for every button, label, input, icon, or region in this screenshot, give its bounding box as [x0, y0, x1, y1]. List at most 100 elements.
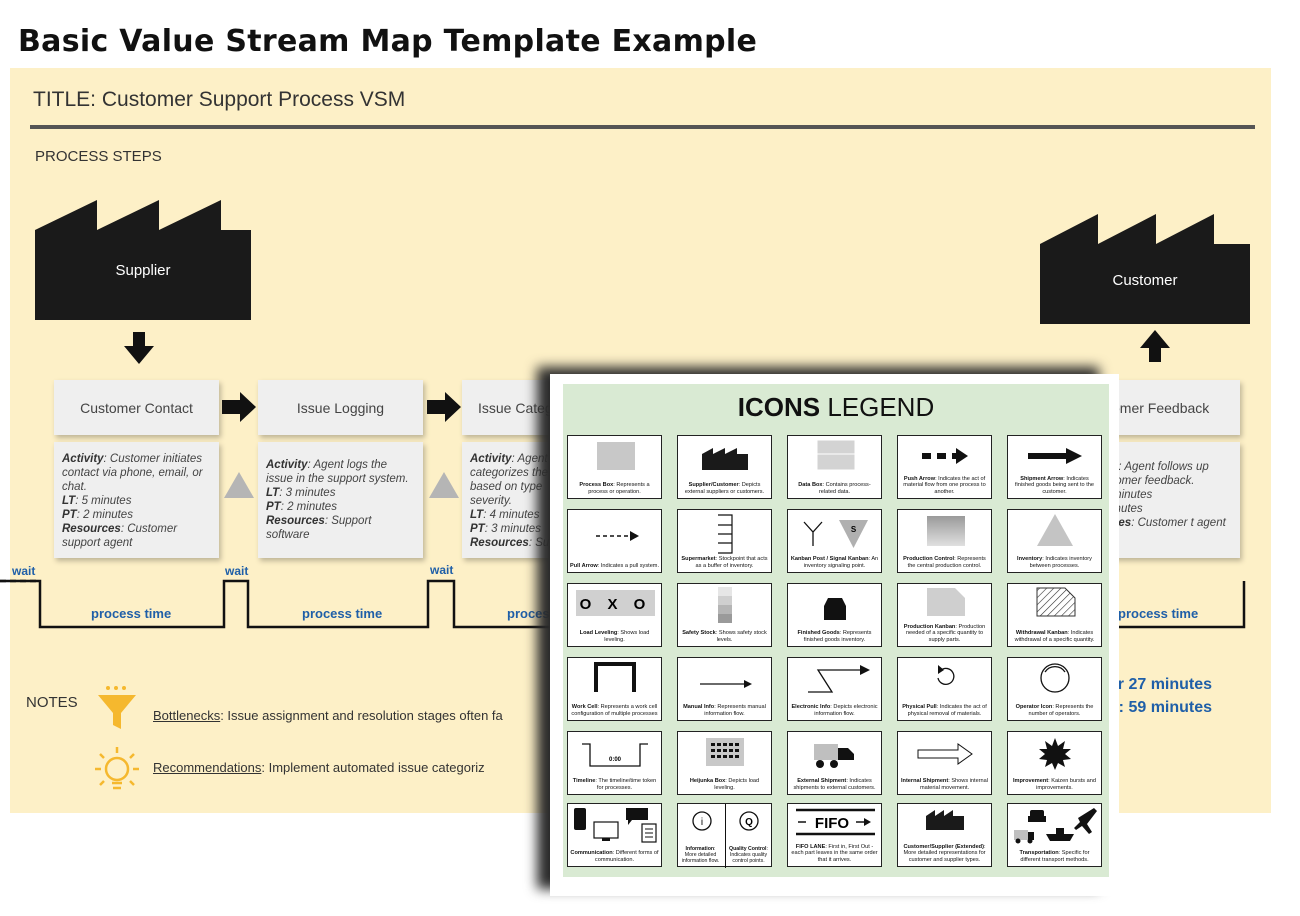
wait-label: wait: [225, 564, 249, 578]
total-process-time: E: 59 minutes: [1108, 699, 1213, 716]
transportation-icon: [1014, 808, 1097, 844]
legend-supplier-customer: Supplier/Customer: Depicts external supp…: [677, 435, 772, 499]
timeline-icon: 0:00: [582, 743, 648, 767]
legend-inventory: Inventory: Indicates inventory between p…: [1007, 509, 1102, 573]
load-leveling-glyph: O X O: [580, 596, 652, 613]
inventory-triangle-icon: [224, 472, 254, 498]
process-time-label: process time: [302, 606, 383, 621]
legend-communication: Communication: Different forms of commun…: [567, 803, 662, 867]
legend-customer-supplier-extended: Customer/Supplier (Extended): More detai…: [897, 803, 992, 867]
lightbulb-icon: [95, 747, 139, 790]
factory-extended-icon: [926, 810, 964, 830]
kaizen-burst-icon: [1039, 738, 1071, 770]
wait-label: wait: [12, 564, 36, 578]
data-box-issue-logging: Activity: Agent logs the issue in the su…: [258, 442, 423, 558]
process-steps-label: PROCESS STEPS: [35, 148, 162, 165]
legend-push-arrow: Push Arrow: Indicates the act of materia…: [897, 435, 992, 499]
push-arrow-icon: [427, 392, 461, 422]
legend-physical-pull: Physical Pull: Indicates the act of phys…: [897, 657, 992, 721]
withdrawal-kanban-icon: [1036, 587, 1076, 617]
inventory-icon: [1037, 514, 1073, 546]
data-box-icon: [816, 439, 856, 471]
manual-info-icon: [700, 680, 752, 688]
finished-goods-icon: [824, 598, 846, 620]
customer-label: Customer: [1112, 272, 1178, 289]
shipment-arrow-icon: [1028, 448, 1082, 464]
process-box-icon: [597, 442, 635, 470]
process-name: Issue Logging: [296, 399, 385, 416]
process-box-issue-logging: Issue Logging: [258, 380, 423, 435]
up-arrow-icon: [1140, 330, 1170, 362]
work-cell-icon: [594, 662, 636, 692]
kanban-post-icon: S: [803, 520, 868, 548]
legend-data-box: Data Box: Contains process-related data.: [787, 435, 882, 499]
process-time-label: process time: [1118, 606, 1199, 621]
icons-legend-title: ICONS LEGEND: [737, 392, 935, 422]
process-name: Issue Categ: [478, 399, 553, 416]
push-arrow-icon: [222, 392, 256, 422]
legend-external-shipment: External Shipment: Indicates shipments t…: [787, 731, 882, 795]
process-box-customer-contact: Customer Contact: [54, 380, 219, 435]
inventory-triangle-icon: [429, 472, 459, 498]
total-lead-time: ur 27 minutes: [1108, 676, 1213, 693]
external-shipment-icon: [814, 744, 854, 768]
physical-pull-icon: [937, 665, 955, 686]
fifo-lane-icon: FIFO: [796, 808, 875, 836]
legend-supermarket: Supermarket: Stockpoint that acts as a b…: [677, 509, 772, 573]
kanban-s-glyph: S: [851, 525, 857, 534]
internal-shipment-icon: [917, 743, 973, 765]
legend-production-control: Production Control: Represents the centr…: [897, 509, 992, 573]
supermarket-icon: [718, 514, 733, 554]
push-arrow-icon: [922, 448, 968, 464]
production-kanban-icon: [927, 588, 965, 616]
factory-icon: [702, 448, 748, 470]
legend-work-cell: Work Cell: Represents a work cell config…: [567, 657, 662, 721]
communication-icon: [574, 808, 657, 843]
legend-load-leveling: O X O Load Leveling: Shows load leveling…: [567, 583, 662, 647]
down-arrow-icon: [124, 332, 154, 364]
data-box-customer-contact: Activity: Customer initiates contact via…: [54, 442, 219, 558]
production-control-icon: [927, 516, 965, 546]
note-bottlenecks: Bottlenecks: Issue assignment and resolu…: [153, 708, 503, 723]
heijunka-box-icon: [706, 738, 744, 766]
info-glyph: i: [701, 817, 703, 828]
data-box-customer-feedback: y: Agent follows up tomer feedback. minu…: [1100, 442, 1240, 558]
legend-internal-shipment: Internal Shipment: Shows internal materi…: [897, 731, 992, 795]
supplier-factory-icon: [35, 200, 251, 320]
timeline-value: 0:00: [609, 757, 622, 763]
legend-heijunka-box: Heijunka Box: Depicts load leveling.: [677, 731, 772, 795]
note-recommendations: Recommendations: Implement automated iss…: [153, 760, 485, 775]
operator-icon: [1040, 663, 1070, 693]
title-divider: [30, 125, 1255, 129]
funnel-icon: [98, 686, 136, 729]
fifo-glyph: FIFO: [815, 815, 849, 832]
legend-transportation: Transportation: Specific for different t…: [1007, 803, 1102, 867]
wait-label: wait: [430, 563, 454, 577]
legend-electronic-info: Electronic Info: Depicts electronic info…: [787, 657, 882, 721]
legend-timeline: 0:00 Timeline: The timeline/time token f…: [567, 731, 662, 795]
legend-fifo-lane: FIFO FIFO LANE: First in, First Out - ea…: [787, 803, 882, 867]
pull-arrow-icon: [596, 531, 639, 541]
legend-production-kanban: Production Kanban: Production needed of …: [897, 583, 992, 647]
timeline: [0, 579, 1246, 629]
customer-factory-icon: [1040, 214, 1250, 324]
electronic-info-icon: [808, 665, 870, 693]
supplier-label: Supplier: [115, 262, 171, 279]
legend-process-box: Process Box: Represents a process or ope…: [567, 435, 662, 499]
process-time-label: process time: [91, 606, 172, 621]
legend-finished-goods: Finished Goods: Represents finished good…: [787, 583, 882, 647]
process-name: omer Feedback: [1112, 399, 1210, 416]
legend-safety-stock: Safety Stock: Shows safety stock levels.: [677, 583, 772, 647]
legend-manual-info: Manual Info: Represents manual informati…: [677, 657, 772, 721]
vsm-title: TITLE: Customer Support Process VSM: [33, 88, 406, 111]
process-name: Customer Contact: [80, 399, 193, 416]
legend-kanban-post: S Kanban Post / Signal Kanban: An invent…: [787, 509, 882, 573]
legend-operator: Operator Icon: Represents the number of …: [1007, 657, 1102, 721]
process-box-customer-feedback: omer Feedback: [1100, 380, 1240, 435]
safety-stock-icon: [718, 587, 732, 623]
notes-label: NOTES: [26, 694, 78, 711]
page-title: Basic Value Stream Map Template Example: [18, 24, 758, 59]
legend-improvement: Improvement: Kaizen bursts and improveme…: [1007, 731, 1102, 795]
